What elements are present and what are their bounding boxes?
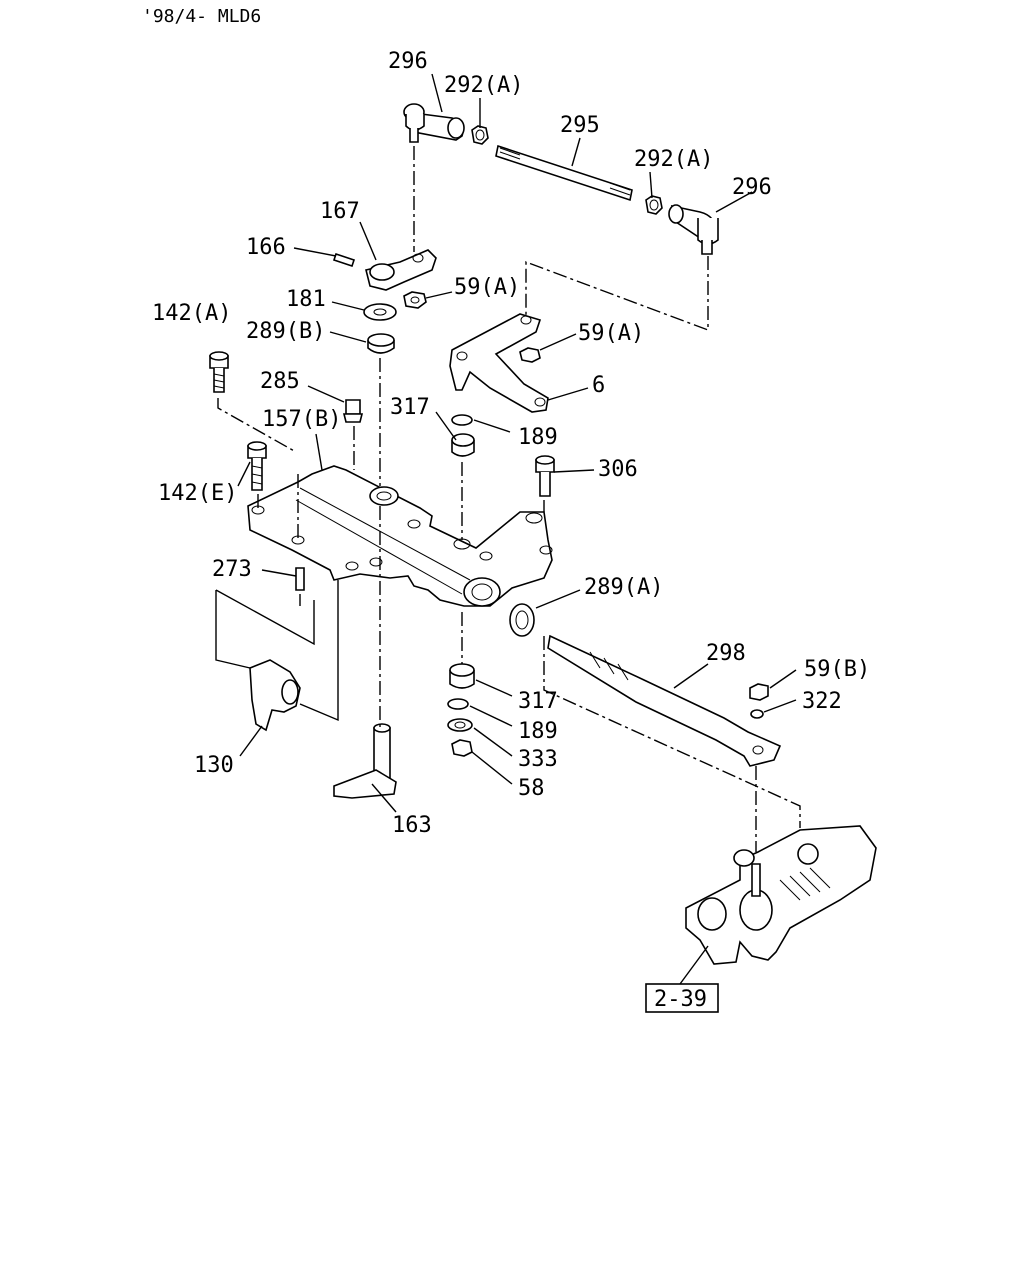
label-285: 285	[260, 369, 300, 394]
lever-163	[333, 723, 397, 799]
washer-333	[447, 718, 473, 732]
seal-289b	[367, 333, 395, 354]
label-59a-upper: 59(A)	[454, 275, 520, 300]
shift-block-130	[249, 659, 301, 732]
label-181: 181	[286, 287, 326, 312]
oring-189-lower	[447, 698, 469, 710]
label-163: 163	[392, 813, 432, 838]
oring-189-upper	[451, 414, 473, 426]
label-333: 333	[518, 747, 558, 772]
bracket-6	[449, 313, 549, 413]
lever-167	[365, 249, 437, 291]
label-296-upper: 296	[388, 49, 428, 74]
label-322: 322	[802, 689, 842, 714]
label-295: 295	[560, 113, 600, 138]
nut-59a-upper	[403, 291, 427, 309]
label-6: 6	[592, 373, 605, 398]
label-189-lower: 189	[518, 719, 558, 744]
breather-285	[342, 399, 364, 423]
ball-joint-296-upper	[403, 103, 465, 143]
bolt-142e	[247, 441, 267, 491]
label-317-lower: 317	[518, 689, 558, 714]
reference-box[interactable]: 2-39	[645, 983, 719, 1013]
bushing-317-lower	[449, 663, 475, 689]
bolt-306	[535, 455, 555, 497]
label-289b: 289(B)	[246, 319, 325, 344]
label-58: 58	[518, 776, 545, 801]
assembly-lines	[215, 146, 801, 852]
nut-58	[451, 739, 473, 757]
nut-292a-lower	[645, 195, 663, 215]
label-157b: 157(B)	[262, 407, 341, 432]
label-292a-upper: 292(A)	[444, 73, 523, 98]
nut-292a-upper	[471, 125, 489, 145]
label-166: 166	[246, 235, 286, 260]
label-306: 306	[598, 457, 638, 482]
label-292a-lower: 292(A)	[634, 147, 713, 172]
washer-322	[750, 709, 764, 719]
seal-289a	[509, 603, 535, 637]
label-317-upper: 317	[390, 395, 430, 420]
reference-box-label: 2-39	[654, 987, 707, 1012]
pin-273	[295, 567, 305, 591]
label-167: 167	[320, 199, 360, 224]
label-289a: 289(A)	[584, 575, 663, 600]
diagram-header: '98/4- MLD6	[142, 6, 261, 27]
ball-joint-296-lower	[668, 204, 719, 255]
bushing-317-upper	[451, 433, 475, 457]
washer-181	[363, 303, 397, 321]
reference-box-frame	[645, 983, 719, 1013]
part-labels: 296 292(A) 295 292(A) 296 167 166 59(A) …	[152, 49, 870, 838]
shaft-298	[547, 634, 782, 767]
label-142a: 142(A)	[152, 301, 231, 326]
label-296-lower: 296	[732, 175, 772, 200]
rod-295	[495, 144, 633, 202]
nut-59a-bracket	[519, 347, 541, 363]
label-189-upper: 189	[518, 425, 558, 450]
label-142e: 142(E)	[158, 481, 237, 506]
label-130: 130	[194, 753, 234, 778]
pin-166	[332, 252, 356, 268]
label-298: 298	[706, 641, 746, 666]
nut-59b	[749, 683, 769, 701]
label-59b: 59(B)	[804, 657, 870, 682]
transmission-assembly	[685, 825, 877, 965]
label-273: 273	[212, 557, 252, 582]
label-59a-bracket: 59(A)	[578, 321, 644, 346]
leader-lines	[237, 73, 797, 985]
housing-157b	[247, 465, 553, 607]
bolt-142a	[209, 351, 229, 393]
